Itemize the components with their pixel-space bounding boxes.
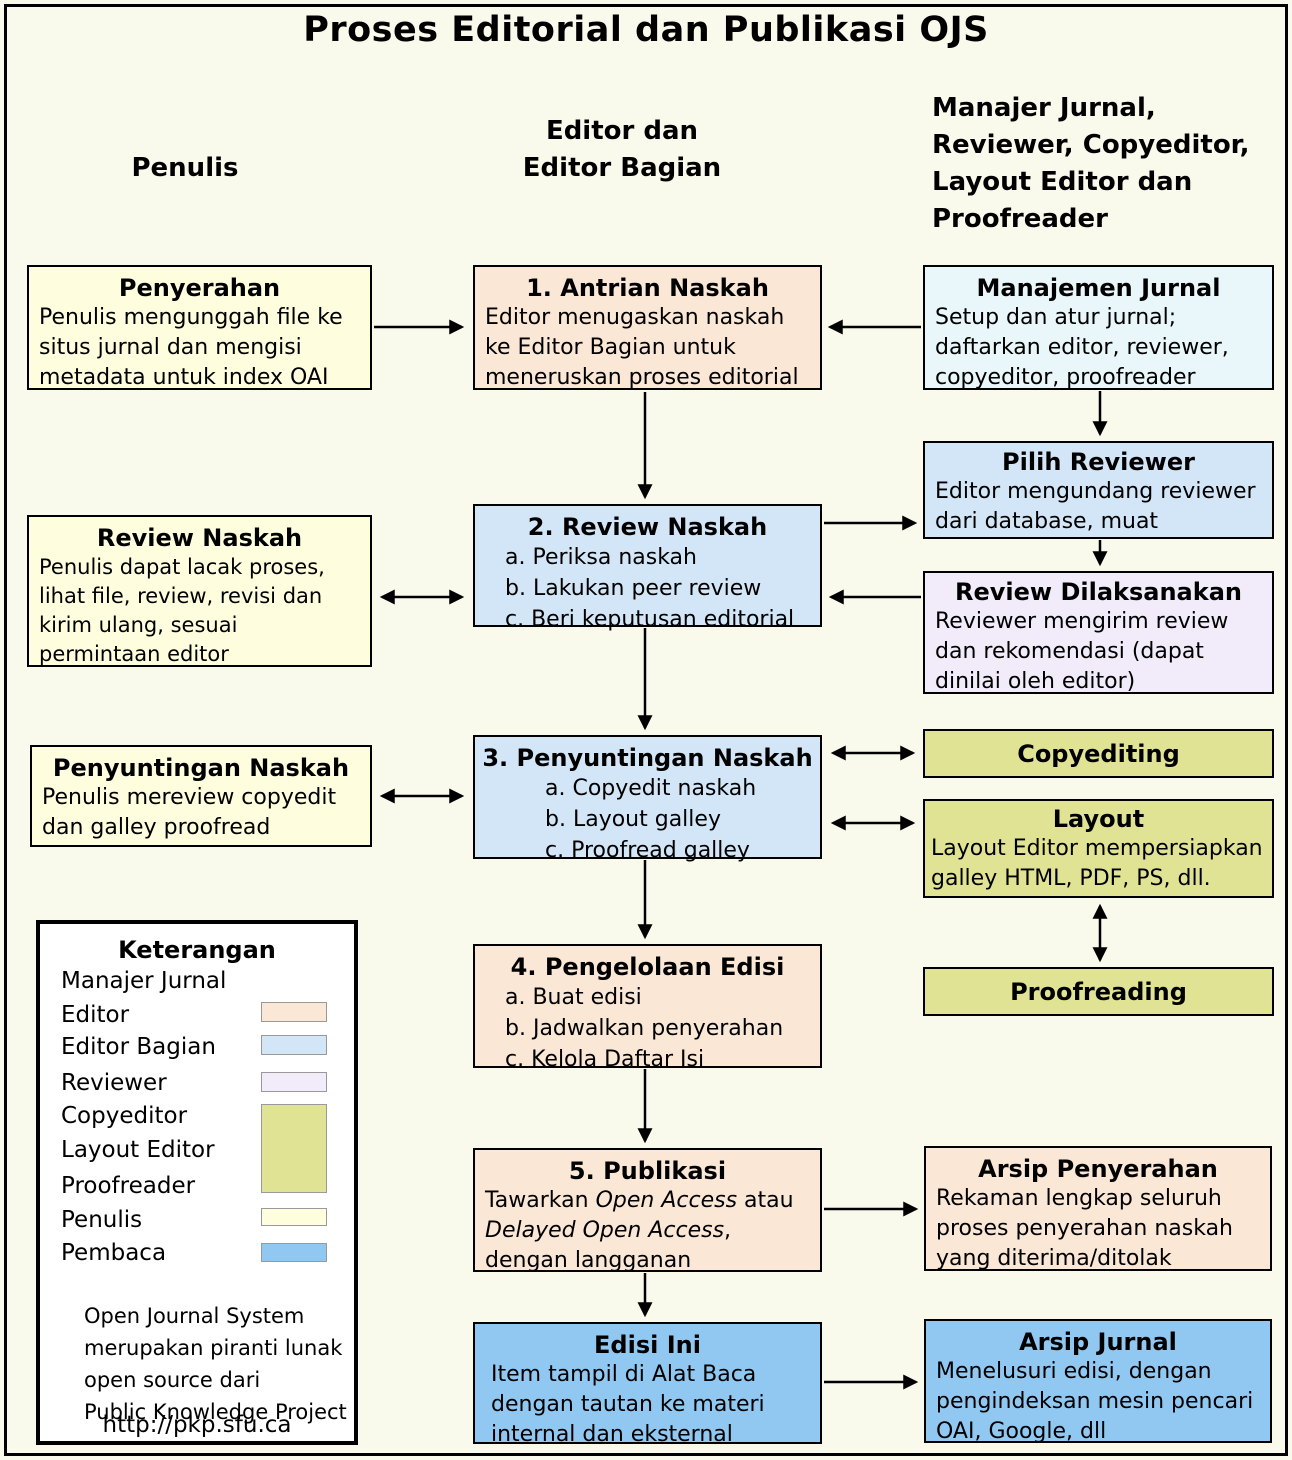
box-review-naskah: 2. Review Naskah a. Periksa naskah b. La… xyxy=(473,504,822,632)
box-penyuntingan-naskah-penulis-body: Penulis mereview copyedit dan galley pro… xyxy=(42,785,337,840)
box-layout: Layout Layout Editor mempersiapkan galle… xyxy=(923,799,1274,898)
box-arsip-jurnal-title: Arsip Jurnal xyxy=(1019,1328,1177,1356)
legend-label-reviewer: Reviewer xyxy=(61,1070,167,1096)
box-manajemen-jurnal: Manajemen Jurnal Setup dan atur jurnal; … xyxy=(923,265,1274,390)
legend-swatch-editor xyxy=(261,1002,327,1022)
box-edisi-ini-body: Item tampil di Alat Baca dengan tautan k… xyxy=(491,1362,765,1447)
legend-swatch-editor-bagian xyxy=(261,1035,327,1055)
legend-swatch-reviewer xyxy=(261,1072,327,1092)
box-copyediting-title: Copyediting xyxy=(1017,740,1180,768)
legend-label-pembaca: Pembaca xyxy=(61,1240,167,1266)
box-review-naskah-items: a. Periksa naskah b. Lakukan peer review… xyxy=(505,545,795,632)
box-antrian-naskah-body: Editor menugaskan naskah ke Editor Bagia… xyxy=(485,305,799,390)
box-layout-title: Layout xyxy=(1052,805,1145,833)
box-manajemen-jurnal-title: Manajemen Jurnal xyxy=(976,274,1221,302)
box-penyuntingan-naskah-title: 3. Penyuntingan Naskah xyxy=(482,744,813,772)
box-edisi-ini-title: Edisi Ini xyxy=(594,1331,701,1359)
box-manajemen-jurnal-body: Setup dan atur jurnal; daftarkan editor,… xyxy=(935,305,1229,390)
box-antrian-naskah-title: 1. Antrian Naskah xyxy=(526,274,769,302)
box-arsip-jurnal-body: Menelusuri edisi, dengan pengindeksan me… xyxy=(936,1359,1254,1444)
box-review-dilaksanakan: Review Dilaksanakan Reviewer mengirim re… xyxy=(923,571,1274,694)
legend-label-proofreader: Proofreader xyxy=(61,1173,196,1199)
box-arsip-jurnal: Arsip Jurnal Menelusuri edisi, dengan pe… xyxy=(924,1319,1272,1444)
box-review-naskah-penulis: Review Naskah Penulis dapat lacak proses… xyxy=(27,515,372,667)
box-review-naskah-penulis-title: Review Naskah xyxy=(96,524,303,552)
box-antrian-naskah: 1. Antrian Naskah Editor menugaskan nask… xyxy=(473,265,822,390)
legend-title: Keterangan xyxy=(118,936,276,964)
box-penyuntingan-naskah-penulis: Penyuntingan Naskah Penulis mereview cop… xyxy=(30,745,372,847)
box-pengelolaan-edisi-items: a. Buat edisi b. Jadwalkan penyerahan c.… xyxy=(505,985,784,1072)
legend-label-layout-editor: Layout Editor xyxy=(61,1137,215,1163)
box-publikasi: 5. Publikasi Tawarkan Open Access atau D… xyxy=(473,1148,822,1273)
legend-label-editor-bagian: Editor Bagian xyxy=(61,1034,216,1060)
box-pengelolaan-edisi-title: 4. Pengelolaan Edisi xyxy=(510,953,785,981)
box-pilih-reviewer: Pilih Reviewer Editor mengundang reviewe… xyxy=(923,441,1274,539)
box-arsip-penyerahan-body: Rekaman lengkap seluruh proses penyeraha… xyxy=(936,1186,1233,1271)
box-publikasi-body: Tawarkan Open Access atau Delayed Open A… xyxy=(485,1188,794,1273)
legend-swatch-penulis xyxy=(261,1208,327,1226)
box-pilih-reviewer-body: Editor mengundang reviewer dari database… xyxy=(935,479,1256,534)
box-penyuntingan-naskah-penulis-title: Penyuntingan Naskah xyxy=(52,754,350,782)
box-proofreading-title: Proofreading xyxy=(1010,978,1187,1006)
column-header-editor: Editor dan Editor Bagian xyxy=(522,116,722,183)
box-arsip-penyerahan-title: Arsip Penyerahan xyxy=(978,1155,1218,1183)
box-review-dilaksanakan-body: Reviewer mengirim review dan rekomendasi… xyxy=(935,609,1229,694)
box-publikasi-title: 5. Publikasi xyxy=(568,1157,727,1185)
column-header-penulis: Penulis xyxy=(131,153,239,183)
diagram-title: Proses Editorial dan Publikasi OJS xyxy=(303,10,989,50)
box-penyerahan-body: Penulis mengunggah file ke situs jurnal … xyxy=(39,305,343,390)
box-arsip-penyerahan: Arsip Penyerahan Rekaman lengkap seluruh… xyxy=(924,1146,1272,1271)
box-review-dilaksanakan-title: Review Dilaksanakan xyxy=(955,578,1242,606)
legend-box: Keterangan Manajer Jurnal Editor Editor … xyxy=(36,920,358,1445)
box-proofreading: Proofreading xyxy=(923,967,1274,1016)
box-penyerahan: Penyerahan Penulis mengunggah file ke si… xyxy=(27,265,372,390)
box-penyerahan-title: Penyerahan xyxy=(118,274,281,302)
box-penyuntingan-naskah-items: a. Copyedit naskah b. Layout galley c. P… xyxy=(545,776,757,863)
box-pilih-reviewer-title: Pilih Reviewer xyxy=(1002,448,1195,476)
legend-label-penulis: Penulis xyxy=(61,1207,143,1233)
legend-label-editor: Editor xyxy=(61,1002,130,1028)
box-layout-body: Layout Editor mempersiapkan galley HTML,… xyxy=(931,836,1263,891)
column-header-others: Manajer Jurnal, Reviewer, Copyeditor, La… xyxy=(932,93,1250,234)
legend-footer: Open Journal System merupakan piranti lu… xyxy=(84,1304,347,1424)
legend-label-manajer-jurnal: Manajer Jurnal xyxy=(61,968,227,994)
legend-url: http://pkp.sfu.ca xyxy=(102,1412,292,1438)
box-copyediting: Copyediting xyxy=(923,729,1274,778)
box-review-naskah-title: 2. Review Naskah xyxy=(527,513,768,541)
legend-label-copyeditor: Copyeditor xyxy=(61,1103,188,1129)
box-penyuntingan-naskah: 3. Penyuntingan Naskah a. Copyedit naska… xyxy=(473,735,822,863)
box-pengelolaan-edisi: 4. Pengelolaan Edisi a. Buat edisi b. Ja… xyxy=(473,944,822,1072)
legend-swatch-pembaca xyxy=(261,1243,327,1262)
box-edisi-ini: Edisi Ini Item tampil di Alat Baca denga… xyxy=(473,1322,822,1447)
box-review-naskah-penulis-body: Penulis dapat lacak proses, lihat file, … xyxy=(39,555,325,666)
legend-swatch-copyeditor-layout-proofreader xyxy=(261,1104,327,1193)
